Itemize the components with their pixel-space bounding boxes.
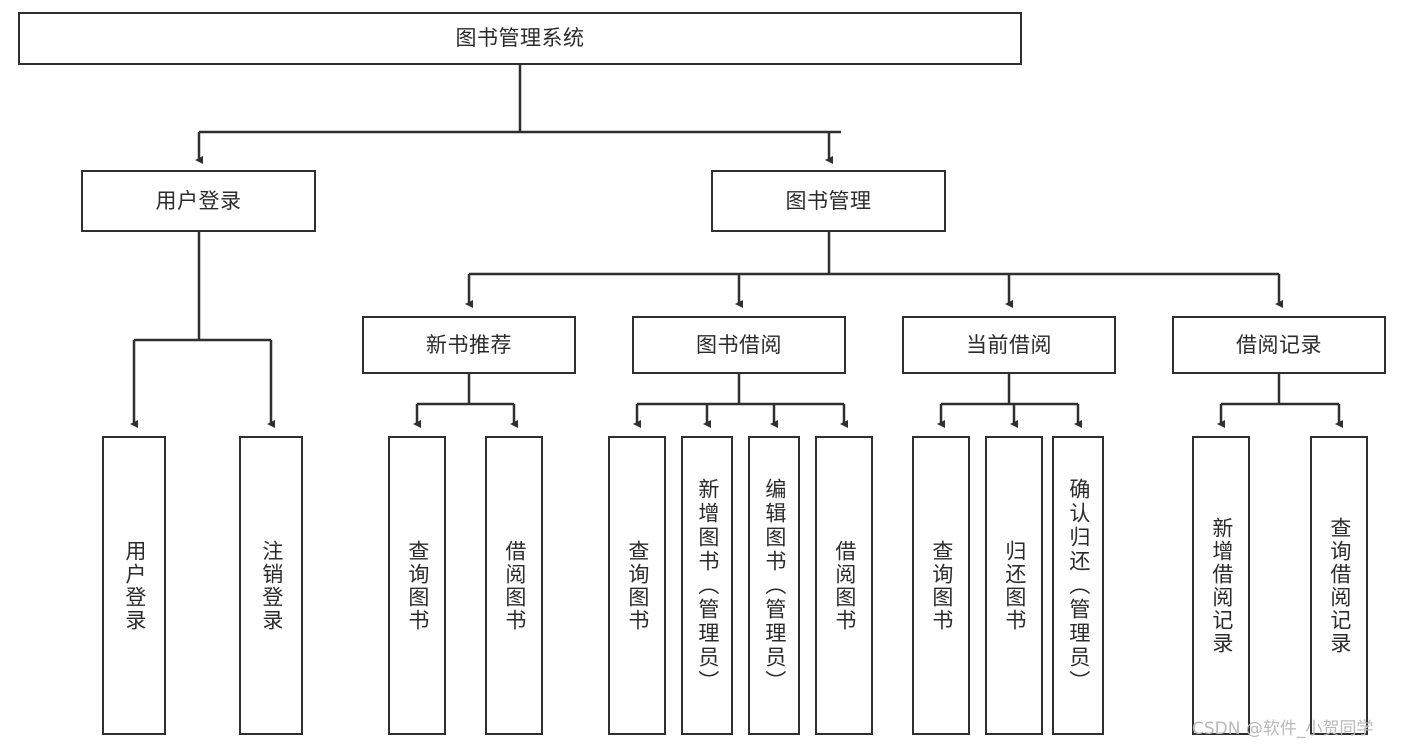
node-user-login[interactable]: 用户登录 — [81, 170, 316, 232]
node-root[interactable]: 图书管理系统 — [18, 12, 1022, 65]
node-borrow-record-label: 借阅记录 — [1236, 332, 1322, 357]
node-leaf-borrow-book-1[interactable]: 借阅图书 — [485, 436, 543, 735]
node-leaf-borrow-book-2[interactable]: 借阅图书 — [815, 436, 873, 735]
node-new-book-rec-label: 新书推荐 — [426, 332, 512, 357]
node-leaf-add-record-label: 新增借阅记录 — [1209, 516, 1234, 655]
node-leaf-add-book-label: 新增图书（管理员） — [695, 477, 720, 694]
node-leaf-return-book[interactable]: 归还图书 — [985, 436, 1043, 735]
node-leaf-query-book-2-label: 查询图书 — [625, 539, 650, 632]
node-leaf-add-record[interactable]: 新增借阅记录 — [1192, 436, 1250, 735]
node-book-manage-label: 图书管理 — [785, 188, 872, 213]
node-root-label: 图书管理系统 — [455, 26, 585, 51]
node-leaf-return-book-label: 归还图书 — [1002, 539, 1027, 632]
node-leaf-borrow-book-2-label: 借阅图书 — [832, 539, 857, 632]
node-leaf-edit-book[interactable]: 编辑图书（管理员） — [748, 436, 800, 735]
node-book-borrow-label: 图书借阅 — [696, 332, 782, 357]
node-leaf-query-book-3[interactable]: 查询图书 — [912, 436, 970, 735]
node-leaf-query-book-3-label: 查询图书 — [929, 539, 954, 632]
node-leaf-query-book-2[interactable]: 查询图书 — [608, 436, 666, 735]
node-leaf-edit-book-label: 编辑图书（管理员） — [762, 477, 787, 694]
node-leaf-confirm-return[interactable]: 确认归还（管理员） — [1052, 436, 1104, 735]
node-leaf-user-logout-label: 注销登录 — [259, 539, 284, 632]
node-leaf-borrow-book-1-label: 借阅图书 — [502, 539, 527, 632]
node-leaf-user-login-label: 用户登录 — [122, 539, 147, 632]
node-book-manage[interactable]: 图书管理 — [711, 170, 946, 232]
node-leaf-query-record[interactable]: 查询借阅记录 — [1310, 436, 1368, 735]
node-book-borrow[interactable]: 图书借阅 — [632, 316, 846, 374]
watermark-text: CSDN @软件_小贺同学 — [1192, 719, 1374, 739]
node-user-login-label: 用户登录 — [155, 188, 242, 213]
node-current-borrow-label: 当前借阅 — [966, 332, 1052, 357]
node-borrow-record[interactable]: 借阅记录 — [1172, 316, 1386, 374]
node-leaf-user-login[interactable]: 用户登录 — [102, 436, 166, 735]
node-new-book-rec[interactable]: 新书推荐 — [362, 316, 576, 374]
node-leaf-query-book-1-label: 查询图书 — [405, 539, 430, 632]
node-leaf-confirm-return-label: 确认归还（管理员） — [1066, 477, 1091, 694]
node-leaf-add-book[interactable]: 新增图书（管理员） — [681, 436, 733, 735]
node-leaf-user-logout[interactable]: 注销登录 — [239, 436, 303, 735]
node-current-borrow[interactable]: 当前借阅 — [902, 316, 1116, 374]
node-leaf-query-record-label: 查询借阅记录 — [1327, 516, 1352, 655]
node-leaf-query-book-1[interactable]: 查询图书 — [388, 436, 446, 735]
